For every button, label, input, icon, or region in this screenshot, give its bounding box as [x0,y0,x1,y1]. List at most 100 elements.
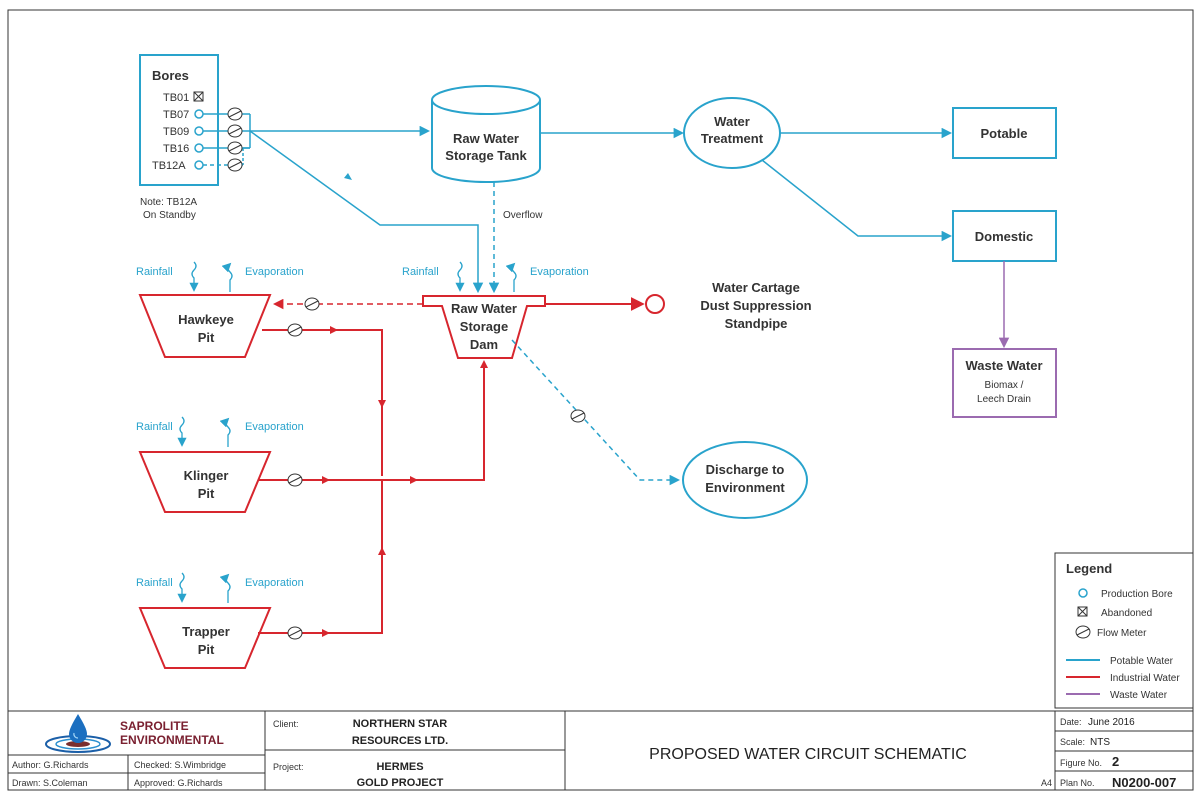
legend-title: Legend [1066,561,1112,576]
domestic-label: Domestic [975,229,1034,244]
legend-production-bore: Production Bore [1101,589,1173,600]
bores-box: Bores TB01 TB07 TB09 TB16 TB12A [139,54,219,186]
standpipe-icon [645,294,665,314]
bores-note-standby: On Standby [143,210,196,221]
flow-meter-icon [227,107,243,172]
project-line1: HERMES [376,761,423,773]
abandoned-bore-icon [1077,606,1088,617]
production-bore-icon [1078,588,1088,598]
flow-arrow-icon [344,173,352,180]
legend-potable-water: Potable Water [1110,656,1174,667]
sheet-size: A4 [1041,778,1052,788]
dam-label-line2: Storage [460,319,508,334]
project-label: Project: [273,762,304,772]
legend-industrial-water: Industrial Water [1110,673,1180,684]
treatment-label-line2: Treatment [701,131,764,146]
waste-water-box: Waste Water Biomax / Leech Drain [952,348,1057,418]
treatment-to-domestic-line [761,159,953,242]
potable-label: Potable [981,126,1028,141]
rain-evap-trapper: Rainfall Evaporation [136,572,304,603]
company-name-line2: ENVIRONMENTAL [120,733,224,747]
trapper-pit: Trapper Pit [138,607,272,669]
evaporation-label: Evaporation [245,577,304,589]
figure-value: 2 [1112,754,1119,769]
overflow-label: Overflow [503,210,543,221]
plan-label: Plan No. [1060,778,1095,788]
rain-evap-dam: Rainfall Evaporation [402,261,589,292]
waste-water-label: Waste Water [965,358,1042,373]
bore-tb01-label: TB01 [163,92,189,104]
legend-abandoned: Abandoned [1101,608,1152,619]
figure-label: Figure No. [1060,758,1102,768]
waste-water-sub2: Leech Drain [977,394,1031,405]
dam-label-line1: Raw Water [451,301,517,316]
evaporation-label: Evaporation [245,421,304,433]
hawkeye-pit: Hawkeye Pit [138,294,272,358]
scale-value: NTS [1090,737,1110,748]
bores-note: Note: TB12A [140,197,197,208]
date-label: Date: [1060,717,1082,727]
raw-water-storage-tank: Raw Water Storage Tank [431,85,541,183]
plan-value: N0200-007 [1112,775,1176,790]
company-name-line1: SAPROLITE [120,719,189,733]
discharge-label-line1: Discharge to [706,462,785,477]
evaporation-label: Evaporation [245,266,304,278]
water-treatment: Water Treatment [683,97,781,169]
bores-title: Bores [152,68,189,83]
client-line1: NORTHERN STAR [353,718,448,730]
bore-tb09-label: TB09 [163,126,189,138]
approved-field: Approved: G.Richards [134,778,223,788]
raw-water-storage-dam: Raw Water Storage Dam [422,295,546,359]
author-field: Author: G.Richards [12,760,89,770]
client-label: Client: [273,719,299,729]
rainfall-label: Rainfall [136,266,173,278]
rainfall-label: Rainfall [136,421,173,433]
discharge-label-line2: Environment [705,480,785,495]
company-logo [45,714,111,753]
legend: Legend Production Bore Abandoned Flow Me… [1054,552,1194,709]
scale-label: Scale: [1060,737,1085,747]
hawkeye-label-line2: Pit [198,330,215,345]
date-value: June 2016 [1088,717,1135,728]
rain-evap-hawkeye: Rainfall Evaporation [136,261,304,292]
legend-waste-water: Waste Water [1110,690,1168,701]
bores-to-dam-line [249,130,484,294]
legend-flow-meter: Flow Meter [1097,628,1147,639]
dam-to-discharge-line [511,339,681,486]
trapper-label-line2: Pit [198,642,215,657]
bore-tb12a-label: TB12A [152,160,186,172]
dam-label-line3: Dam [470,337,498,352]
hawkeye-label-line1: Hawkeye [178,312,234,327]
flow-meter-icon [570,409,586,423]
potable-box: Potable [952,107,1057,159]
klinger-pit: Klinger Pit [138,451,272,513]
klinger-label-line1: Klinger [184,468,229,483]
waste-water-sub1: Biomax / [985,380,1024,391]
rain-evap-klinger: Rainfall Evaporation [136,416,304,447]
cartage-label-line3: Standpipe [725,316,788,331]
tank-label-line1: Raw Water [453,131,519,146]
domestic-box: Domestic [952,210,1057,262]
cartage-label-line1: Water Cartage [712,280,800,295]
bore-tb07-label: TB07 [163,109,189,121]
drawing-frame [7,9,1194,791]
project-line2: GOLD PROJECT [357,777,444,789]
treatment-label-line1: Water [714,114,750,129]
klinger-label-line2: Pit [198,486,215,501]
checked-field: Checked: S.Wimbridge [134,760,226,770]
evaporation-label: Evaporation [530,266,589,278]
discharge-to-environment: Discharge to Environment [682,441,808,519]
abandoned-bore-icon [193,91,204,102]
client-line2: RESOURCES LTD. [352,735,448,747]
drawing-title: PROPOSED WATER CIRCUIT SCHEMATIC [649,746,967,763]
flow-arrow-icon [322,326,488,637]
flow-meter-icon [1075,625,1091,639]
trapper-label-line1: Trapper [182,624,230,639]
rainfall-label: Rainfall [136,577,173,589]
drawn-field: Drawn: S.Coleman [12,778,88,788]
tank-label-line2: Storage Tank [445,148,527,163]
flow-meter-icon [287,297,320,640]
title-block [8,710,1193,790]
rainfall-label: Rainfall [402,266,439,278]
